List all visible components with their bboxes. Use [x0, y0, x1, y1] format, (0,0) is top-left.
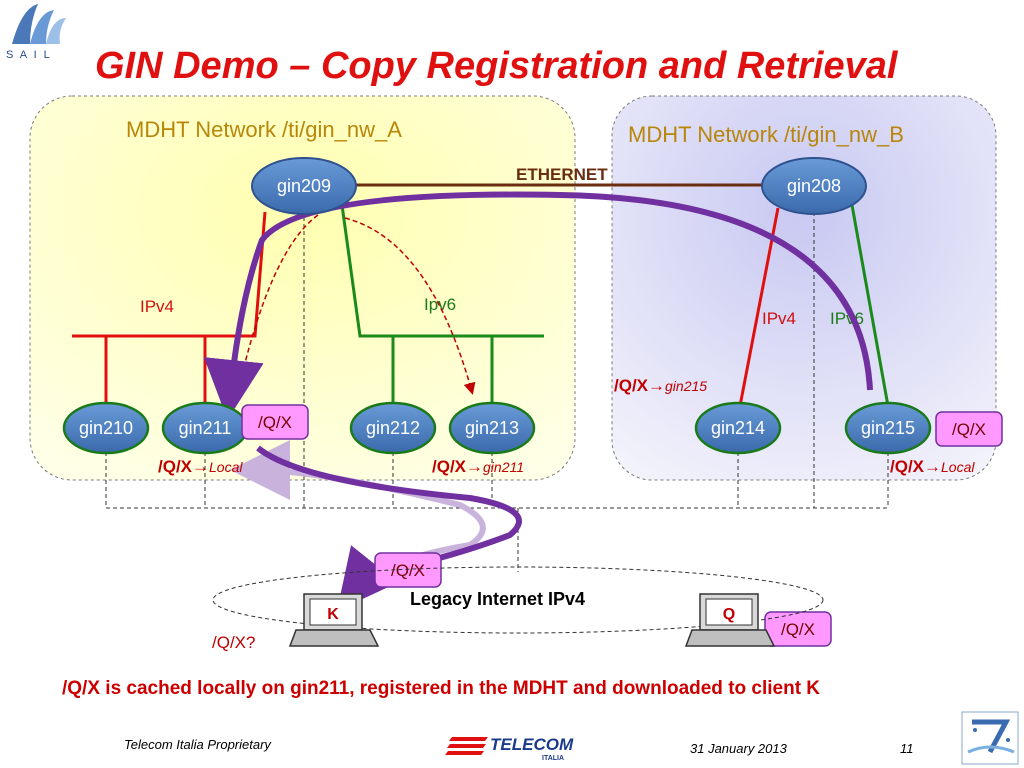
legacy-internet-cloud — [212, 566, 824, 634]
ipv4-a-label: IPv4 — [140, 297, 174, 316]
ipv4-network-b — [738, 207, 780, 407]
route-arrow-symbol: → — [648, 376, 665, 395]
node-gin215: gin215 — [844, 401, 932, 455]
route-local-a: /Q/X→Local — [158, 457, 243, 476]
ipv6-network-b — [850, 204, 890, 407]
tag-client-q-text: /Q/X — [781, 620, 815, 639]
download-path-gin211-to-k — [256, 445, 522, 611]
route-gin213-prefix: /Q/X — [432, 457, 467, 476]
route-local-b: /Q/X→Local — [890, 457, 975, 476]
footer-proprietary: Telecom Italia Proprietary — [124, 737, 272, 752]
tag-gin211-text: /Q/X — [258, 413, 292, 432]
tag-client-q: /Q/X — [764, 611, 832, 647]
ipv6-network-a — [340, 204, 544, 406]
route-b-prefix: /Q/X — [614, 376, 649, 395]
node-gin210-label: gin210 — [79, 418, 133, 438]
route-arrow-gin209-to-gin213 — [344, 217, 476, 395]
footer-date: 31 January 2013 — [690, 741, 788, 756]
node-gin213: gin213 — [448, 401, 536, 455]
node-gin209: gin209 — [251, 157, 357, 215]
fp7-logo-icon — [967, 719, 1015, 754]
route-arrow-symbol: → — [192, 457, 209, 476]
route-local-b-suffix: Local — [941, 459, 975, 475]
node-gin209-label: gin209 — [277, 176, 331, 196]
client-k-laptop: K — [288, 593, 380, 647]
route-b: /Q/X→gin215 — [614, 376, 707, 395]
legacy-dashed-links — [105, 205, 889, 572]
slide-title: GIN Demo – Copy Registration and Retriev… — [95, 45, 899, 87]
telecom-logo-sub: ITALIA — [542, 755, 564, 762]
node-gin208: gin208 — [761, 157, 867, 215]
retrieval-path-gin215-to-gin211 — [203, 191, 873, 420]
node-gin213-label: gin213 — [465, 418, 519, 438]
client-k-label: K — [327, 606, 339, 623]
sail-logo-icon — [12, 4, 66, 44]
network-b-region — [611, 95, 997, 481]
node-gin212-label: gin212 — [366, 418, 420, 438]
legacy-internet-label: Legacy Internet IPv4 — [410, 589, 585, 609]
node-gin211: gin211 — [161, 401, 249, 455]
client-q-label: Q — [723, 606, 735, 623]
route-arrow-symbol: → — [924, 457, 941, 476]
tag-legacy: /Q/X — [374, 552, 442, 588]
sail-logo-text: S A I L — [6, 49, 52, 61]
telecom-logo-text: TELECOM — [490, 735, 574, 754]
node-gin212: gin212 — [349, 401, 437, 455]
tag-gin215: /Q/X — [935, 411, 1003, 447]
network-a-label: MDHT Network /ti/gin_nw_A — [126, 117, 402, 142]
node-gin214-label: gin214 — [711, 418, 765, 438]
tag-gin211: /Q/X — [241, 404, 309, 440]
route-gin213-suffix: gin211 — [483, 459, 524, 475]
slide-caption: /Q/X is cached locally on gin211, regist… — [62, 678, 820, 699]
ipv4-b-label: IPv4 — [762, 309, 796, 328]
slide-page-number: 11 — [900, 741, 914, 756]
tag-gin215-text: /Q/X — [952, 420, 986, 439]
node-gin214: gin214 — [694, 401, 782, 455]
sail-logo: S A I L — [6, 4, 66, 61]
client-k-query: /Q/X? — [212, 633, 255, 652]
node-gin210: gin210 — [62, 401, 150, 455]
route-local-b-prefix: /Q/X — [890, 457, 925, 476]
route-arrow-symbol: → — [466, 457, 483, 476]
node-gin211-label: gin211 — [179, 418, 232, 438]
route-gin213: /Q/X→gin211 — [432, 457, 524, 476]
node-gin215-label: gin215 — [861, 418, 915, 438]
client-q-laptop: Q — [684, 593, 776, 647]
fp7-logo — [961, 711, 1019, 765]
node-gin208-label: gin208 — [787, 176, 841, 196]
route-b-suffix: gin215 — [665, 378, 707, 394]
network-a-region — [29, 95, 576, 481]
ethernet-label: ETHERNET — [516, 165, 608, 184]
ipv6-a-label: Ipv6 — [424, 295, 456, 314]
route-local-a-prefix: /Q/X — [158, 457, 193, 476]
tag-legacy-text: /Q/X — [391, 561, 425, 580]
network-b-label: MDHT Network /ti/gin_nw_B — [628, 122, 904, 147]
route-local-a-suffix: Local — [209, 459, 243, 475]
telecom-italia-logo: TELECOM ITALIA — [445, 735, 574, 762]
